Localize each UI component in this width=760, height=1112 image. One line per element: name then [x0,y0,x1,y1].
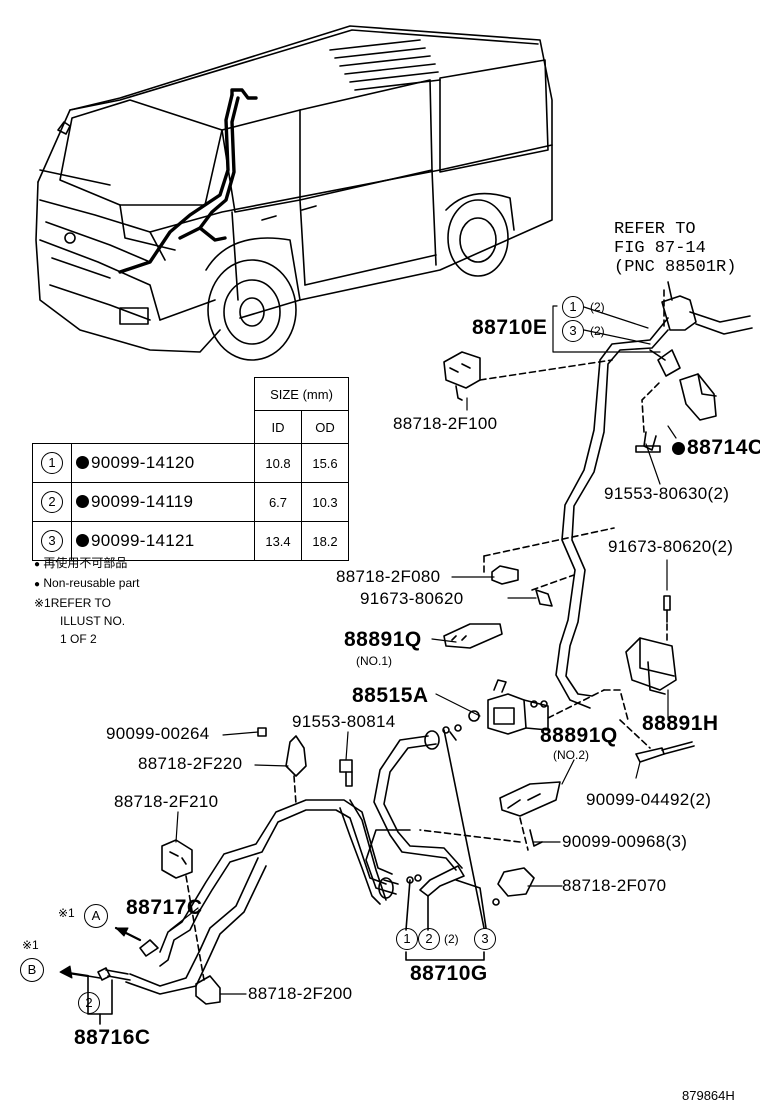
callout-3-upper: 3 [562,320,584,342]
row-od: 10.3 [301,482,349,522]
part-88710G[interactable]: 88710G [410,962,488,985]
part-88891Q-no1[interactable]: 88891Q [344,628,422,651]
row-id: 6.7 [254,482,302,522]
part-88515A[interactable]: 88515A [352,684,429,707]
non-reusable-dot-icon [76,495,89,508]
part-90099-00968[interactable]: 90099-00968(3) [562,832,688,851]
part-91553-80814[interactable]: 91553-80814 [292,712,396,731]
note-jp-text: 再使用不可部品 [43,556,128,570]
row-part[interactable]: 90099-14121 [91,531,195,550]
part-90099-00264[interactable]: 90099-00264 [106,724,210,743]
callout-3-lower: 3 [474,928,496,950]
part-88891H[interactable]: 88891H [642,712,719,735]
note-jp: ● 再使用不可部品 [34,556,128,570]
part-88710E[interactable]: 88710E [472,316,548,339]
qty-upper-3: (2) [590,324,605,338]
figure-code: 879864H [682,1088,735,1103]
part-88891Q-no2-tag: (NO.2) [553,748,589,762]
ref-mark-A: ※1 [58,906,75,920]
part-88891Q-no1-tag: (NO.1) [356,654,392,668]
ref-mark-B: ※1 [22,938,39,952]
mid-components [419,527,695,851]
callout-B[interactable]: B [20,958,44,982]
part-88718-2F210[interactable]: 88718-2F210 [114,792,219,811]
od-header: OD [301,410,349,444]
callout-1-lower: 1 [396,928,418,950]
refer-line-1: REFER TO [614,220,696,239]
part-88718-2F200[interactable]: 88718-2F200 [248,984,353,1003]
van-illustration [35,25,553,361]
size-header: SIZE (mm) [254,377,349,411]
part-91673-80620-2[interactable]: 91673-80620(2) [608,537,734,556]
part-90099-04492[interactable]: 90099-04492(2) [586,790,712,809]
note-ref-3: 1 OF 2 [60,632,97,646]
size-table-subheader-row: ID OD [33,410,349,444]
row-id: 10.8 [254,443,302,483]
row-part[interactable]: 90099-14119 [91,492,194,511]
size-table-header-row: SIZE (mm) [33,377,349,411]
size-table-blank-2 [33,411,255,444]
note-ref-1: REFER TO [50,596,111,610]
note-en-text: Non-reusable part [43,576,140,590]
qty-upper-1: (2) [590,300,605,314]
row-no: 1 [41,452,63,474]
part-88714C-number: 88714C [687,436,760,459]
part-88718-2F100[interactable]: 88718-2F100 [393,414,498,433]
table-row: 1 90099-14120 10.8 15.6 [32,443,349,483]
row-no: 3 [41,530,63,552]
id-header: ID [254,410,302,444]
part-88718-2F220[interactable]: 88718-2F220 [138,754,243,773]
table-row: 2 90099-14119 6.7 10.3 [32,482,349,522]
part-88716C[interactable]: 88716C [74,1026,151,1049]
table-row: 3 90099-14121 13.4 18.2 [32,521,349,561]
non-reusable-dot-icon [76,534,89,547]
row-od: 18.2 [301,521,349,561]
qty-lower-2: (2) [444,932,459,946]
note-ref-2: ILLUST NO. [60,614,126,628]
note-en: ● Non-reusable part [34,576,140,590]
row-od: 15.6 [301,443,349,483]
non-reusable-dot-icon [76,456,89,469]
note-ref: ※1REFER TO [34,594,139,612]
callout-A[interactable]: A [84,904,108,928]
row-id: 13.4 [254,521,302,561]
part-88717C[interactable]: 88717C [126,896,203,919]
size-table: SIZE (mm) ID OD 1 90099-14120 10.8 15.6 … [32,377,349,561]
part-88718-2F070[interactable]: 88718-2F070 [562,876,667,895]
part-88718-2F080[interactable]: 88718-2F080 [336,567,441,586]
notes-block: ● 再使用不可部品 ● Non-reusable part ※1REFER TO… [34,554,139,648]
row-part[interactable]: 90099-14120 [91,453,195,472]
refer-to-box: REFER TO FIG 87-14 (PNC 88501R) [614,220,736,277]
part-91553-80630[interactable]: 91553-80630(2) [604,484,730,503]
part-91673-80620[interactable]: 91673-80620 [360,589,464,608]
callout-1-upper: 1 [562,296,584,318]
callout-2-lower: 2 [418,928,440,950]
non-reusable-dot-icon [672,442,685,455]
pipe-88710E [443,281,753,709]
callout-2-88716C: 2 [78,992,100,1014]
row-no: 2 [41,491,63,513]
note-ref-mark: ※1 [34,596,51,610]
refer-line-2: FIG 87-14 [614,239,706,258]
part-88891Q-no2[interactable]: 88891Q [540,724,618,747]
pipe-88710G [365,724,535,961]
size-table-blank [33,378,255,411]
part-88714C[interactable]: 88714C [672,436,760,460]
leader-lines [169,305,677,995]
refer-line-3: (PNC 88501R) [614,258,737,277]
